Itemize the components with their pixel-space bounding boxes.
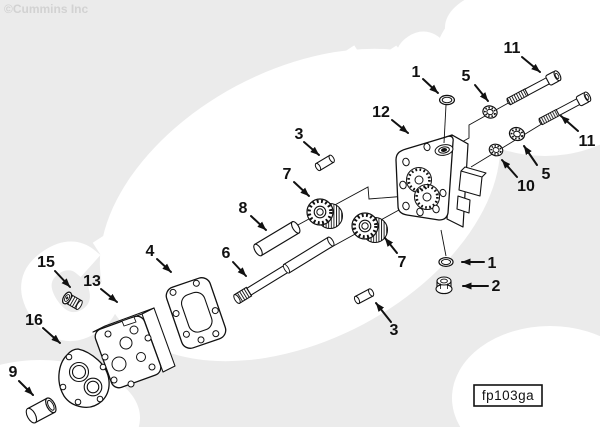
callout-label: 5 xyxy=(542,166,551,183)
callout-15: 15 xyxy=(37,254,71,288)
callout-8: 8 xyxy=(239,200,267,231)
callout-label: 1 xyxy=(488,255,497,272)
callout-label: 7 xyxy=(398,254,407,271)
callout-5-lower: 5 xyxy=(523,145,551,183)
callout-label: 8 xyxy=(239,200,248,217)
callout-5-upper: 5 xyxy=(462,68,489,102)
callout-label: 3 xyxy=(295,126,304,143)
callout-label: 6 xyxy=(222,245,231,262)
callout-13: 13 xyxy=(83,273,118,303)
callout-label: 4 xyxy=(146,243,155,260)
callout-label: 1 xyxy=(412,64,421,81)
part-16-gasket xyxy=(58,348,110,409)
figure-code-border xyxy=(473,384,543,407)
callout-6: 6 xyxy=(222,245,247,277)
callout-1-top: 1 xyxy=(412,64,439,94)
housing-threaded-port xyxy=(434,144,454,156)
callout-label: 13 xyxy=(83,273,101,290)
callout-label: 15 xyxy=(37,254,55,271)
callout-label: 2 xyxy=(492,278,501,295)
callout-label: 11 xyxy=(504,40,521,57)
callout-label: 12 xyxy=(372,104,390,121)
part-8-idler-shaft xyxy=(253,220,301,257)
callout-11-lower: 11 xyxy=(560,115,596,150)
part-1-oring-top xyxy=(438,94,456,144)
callout-label: 5 xyxy=(462,68,471,85)
housing-step xyxy=(456,195,471,214)
callout-7-upper: 7 xyxy=(283,166,310,197)
callout-label: 3 xyxy=(390,322,399,339)
plate-13-front-face xyxy=(94,315,162,389)
plate-13-holes xyxy=(101,325,156,388)
copyright-text: ©Cummins Inc xyxy=(4,2,89,16)
part-12-pump-housing xyxy=(395,134,487,228)
callout-label: 16 xyxy=(25,312,43,329)
callout-label: 10 xyxy=(517,178,535,195)
callout-1-bottom: 1 xyxy=(461,255,497,272)
figure-code-box: fp103ga xyxy=(473,384,543,407)
callout-9: 9 xyxy=(9,364,34,396)
callout-2: 2 xyxy=(462,278,501,295)
callout-3-lower: 3 xyxy=(375,302,399,339)
part-6-drive-shaft xyxy=(233,236,335,305)
callout-7-lower: 7 xyxy=(384,237,407,271)
gasket-16-bolt-holes xyxy=(59,353,107,406)
callouts: 1 5 11 11 5 10 12 3 xyxy=(9,40,596,396)
part-2-plug xyxy=(435,276,453,295)
part-15-threaded-plug xyxy=(62,291,83,311)
gasket-4-bolt-holes xyxy=(169,279,220,344)
part-13-cover-plate xyxy=(92,307,176,389)
part-4-gasket xyxy=(165,277,227,349)
callout-4: 4 xyxy=(146,243,172,273)
callout-label: 7 xyxy=(283,166,292,183)
gasket-16-rings xyxy=(68,361,103,397)
figure-code-text: fp103ga xyxy=(482,388,534,403)
callout-12: 12 xyxy=(372,104,409,134)
part-1-oring-bottom xyxy=(438,229,454,267)
callout-16: 16 xyxy=(25,312,61,344)
callout-11-upper: 11 xyxy=(504,40,541,73)
callout-label: 9 xyxy=(9,364,18,381)
housing-bolt-holes xyxy=(399,142,447,217)
callout-label: 11 xyxy=(579,133,596,150)
part-9-bushing xyxy=(25,397,57,424)
plate-13-notch xyxy=(121,316,137,327)
housing-gear-cavity xyxy=(406,167,440,210)
gasket-4-center-hole xyxy=(180,291,213,333)
callout-3-upper: 3 xyxy=(295,126,320,156)
callout-10: 10 xyxy=(501,159,535,195)
